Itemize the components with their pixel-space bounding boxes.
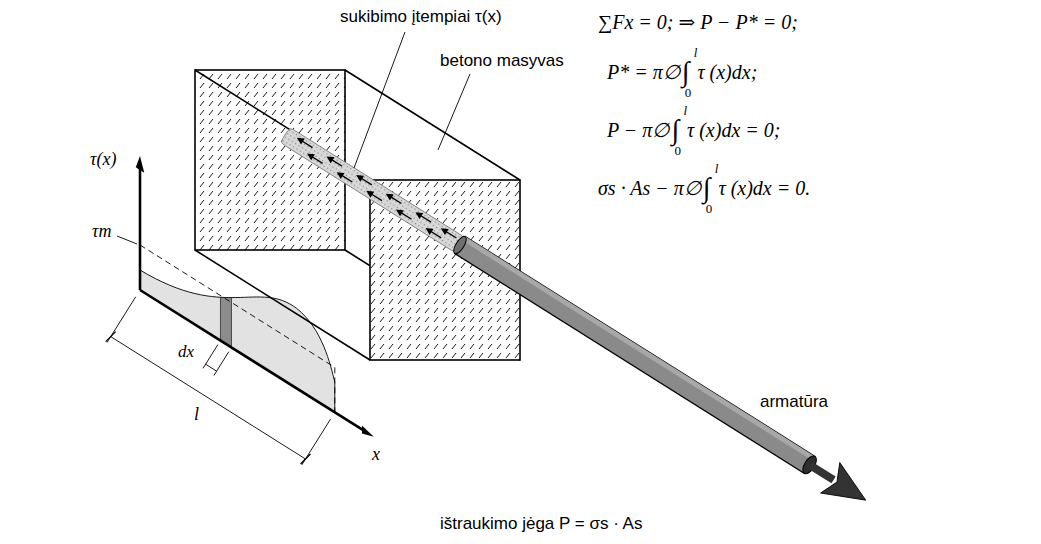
axis-label: τ(x): [90, 150, 116, 168]
force-label: ištraukimo jėga P = σs · As: [440, 515, 642, 532]
extension-line: [214, 352, 229, 376]
axis-label: x: [372, 445, 380, 463]
bond-arrowhead: [366, 189, 373, 196]
bond-arrowhead: [396, 208, 403, 215]
bond-arrow: [372, 194, 382, 200]
force-arrowhead: [821, 463, 876, 516]
dimension-line: [111, 337, 306, 459]
integral-sign: ∫: [703, 174, 711, 202]
mean-stress-line: [140, 245, 335, 367]
integral-limit: 0: [706, 202, 713, 215]
callout-label: betono masyvas: [440, 52, 564, 69]
equation-text: σs · As − π∅: [598, 178, 701, 198]
rebar-embedded-part: [280, 127, 465, 252]
force-arrow-shaft: [808, 462, 836, 484]
callout-label: sukibimo įtempiai τ(x): [340, 8, 502, 25]
rebar-exterior: [447, 228, 875, 516]
bond-arrow: [302, 141, 312, 147]
callout-label: armatūra: [760, 393, 828, 410]
dimension-label: l: [194, 405, 199, 423]
integral-limit: 0: [685, 86, 692, 99]
mean-stress-line: [334, 367, 335, 412]
bond-arrowhead: [307, 152, 314, 159]
x-axis: [140, 290, 364, 430]
bond-arrowhead: [337, 171, 344, 178]
bond-arrow: [431, 232, 441, 238]
bond-arrow: [421, 216, 431, 222]
leader-line: [438, 74, 470, 150]
bond-arrow: [391, 197, 401, 203]
bond-arrow: [362, 178, 372, 184]
leader-line: [354, 32, 405, 168]
equation-text: τ (x)dx = 0;: [687, 120, 780, 140]
bond-arrow: [446, 232, 456, 238]
equation-text: τ (x)dx;: [697, 62, 757, 82]
rebar-bar: [455, 237, 815, 474]
bond-arrow: [342, 176, 352, 182]
equation-text: τ (x)dx = 0.: [718, 178, 810, 198]
equation-text: ∑Fx = 0; ⇒ P − P* = 0;: [598, 12, 798, 32]
integral-limit: l: [683, 104, 687, 117]
dimension-tick: [301, 454, 311, 464]
rebar-embedded-texture: [280, 127, 465, 252]
integral-sign: ∫: [682, 58, 690, 86]
bond-arrow: [332, 160, 342, 166]
integral-limit: l: [715, 162, 719, 175]
leader-line: [117, 236, 137, 244]
bond-arrowhead: [415, 211, 422, 218]
x-axis-arrow: [362, 425, 374, 440]
rebar-highlight: [463, 237, 815, 461]
bond-arrow: [401, 213, 411, 219]
dimension-tick: [106, 332, 116, 342]
extension-line: [203, 345, 218, 369]
block-edge: [345, 70, 520, 180]
bond-arrowhead: [326, 155, 333, 162]
bond-stress-arrows: [293, 136, 458, 247]
integral-sign: ∫: [671, 116, 679, 144]
tau-axis: [139, 168, 142, 290]
block-edge: [195, 250, 370, 360]
bond-arrowhead: [441, 227, 448, 234]
tau-axis-arrow: [136, 153, 144, 172]
bond-arrowhead: [425, 227, 432, 234]
axis-label: τm: [92, 222, 111, 240]
bond-arrowhead: [297, 136, 304, 143]
embedded-rebar: [280, 127, 465, 252]
dimension-line: [206, 364, 217, 371]
bond-arrowhead: [386, 192, 393, 199]
bond-stress-plot: [136, 153, 374, 440]
stress-curve: [140, 210, 335, 413]
bond-arrowhead: [356, 174, 363, 181]
integral-limit: 0: [674, 144, 681, 157]
integral-limit: l: [694, 46, 698, 59]
rebar-face-section: [451, 234, 468, 255]
bond-arrow: [313, 157, 323, 163]
dimension-label: dx: [178, 343, 194, 360]
equation-text: P* = π∅: [607, 62, 680, 82]
equation-text: P − π∅: [607, 120, 669, 140]
